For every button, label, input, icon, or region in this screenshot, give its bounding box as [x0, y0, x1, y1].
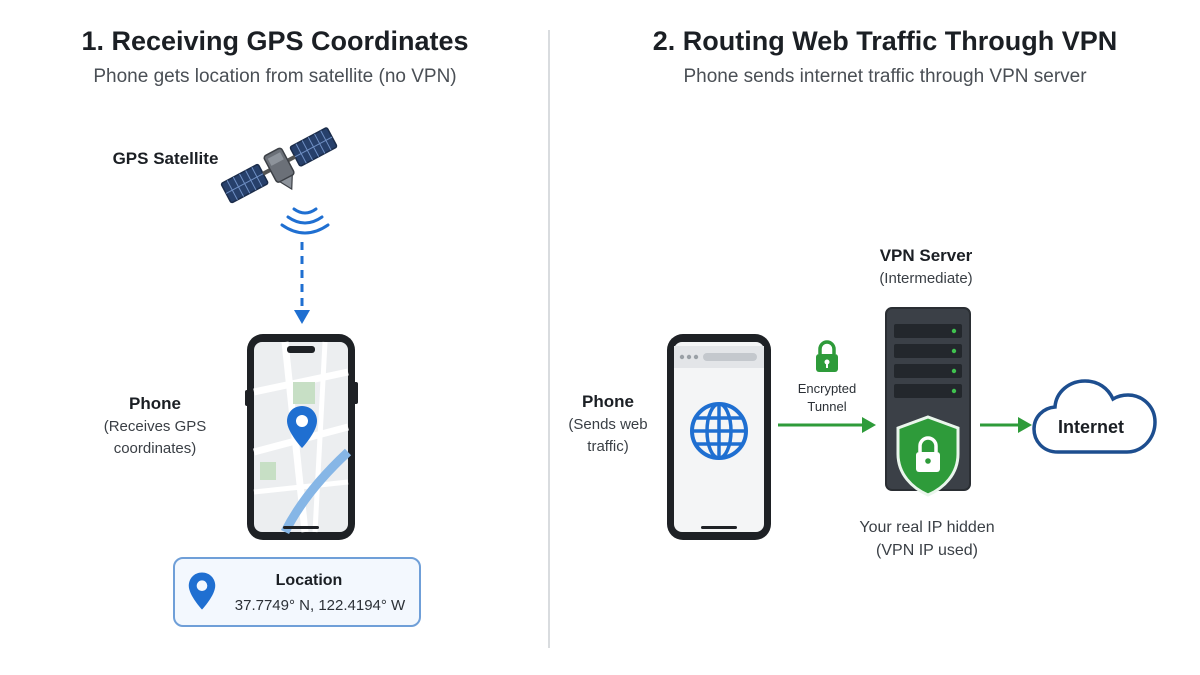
lock-icon	[816, 340, 838, 372]
right-panel-title: 2. Routing Web Traffic Through VPN	[652, 26, 1118, 56]
shield-lock-icon	[896, 415, 960, 497]
left-panel-subtitle: Phone gets location from satellite (no V…	[93, 66, 457, 87]
signal-waves-icon	[280, 207, 330, 235]
left-phone-label: Phone	[129, 394, 181, 413]
map-pin-icon	[287, 406, 317, 448]
gps-signal-arrow	[294, 242, 310, 324]
location-pin-icon	[188, 572, 216, 610]
tunnel-label: Encrypted Tunnel	[797, 381, 857, 414]
vpn-server-sublabel: (Intermediate)	[879, 270, 973, 287]
vpn-server-label: VPN Server	[879, 246, 973, 265]
internet-label: Internet	[1057, 417, 1124, 437]
location-title: Location	[275, 572, 343, 589]
satellite-icon	[220, 127, 338, 204]
server-to-internet-arrow	[980, 417, 1032, 433]
hidden-ip-note: Your real IP hidden (VPN IP used)	[859, 519, 995, 559]
left-phone-sublabel: (Receives GPS coordinates)	[103, 418, 207, 457]
cloud-icon	[1032, 379, 1157, 454]
encrypted-tunnel-arrow	[778, 417, 876, 433]
right-panel-subtitle: Phone sends internet traffic through VPN…	[683, 66, 1087, 87]
panel-divider	[548, 30, 550, 648]
location-card: Location 37.7749° N, 122.4194° W	[173, 557, 421, 627]
right-phone-sublabel: (Sends web traffic)	[568, 416, 648, 455]
satellite-label: GPS Satellite	[112, 149, 219, 168]
location-coordinates: 37.7749° N, 122.4194° W	[234, 597, 406, 614]
right-phone-label: Phone	[582, 392, 634, 411]
globe-icon	[690, 402, 748, 460]
left-panel-title: 1. Receiving GPS Coordinates	[81, 26, 469, 56]
